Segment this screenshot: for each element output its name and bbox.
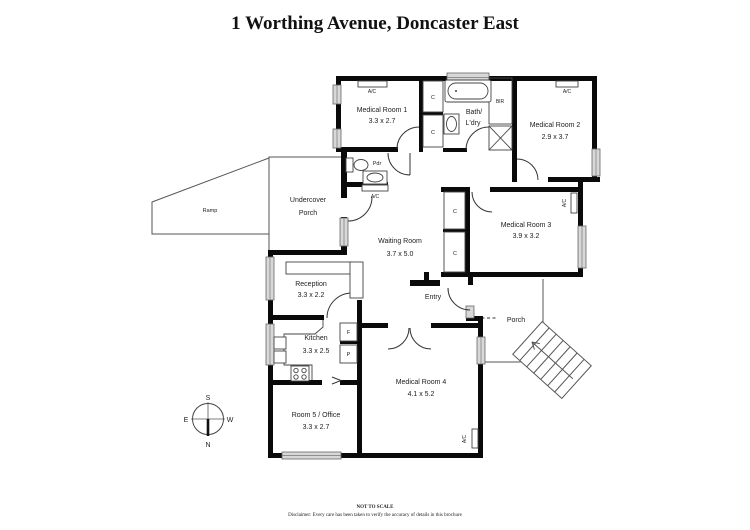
label-medical2-dims: 2.9 x 3.7 bbox=[542, 134, 569, 141]
label-reception-name: Reception bbox=[295, 281, 327, 288]
ac-unit-medical1 bbox=[357, 80, 388, 88]
bath-vanity-icon bbox=[443, 113, 460, 135]
stairs-icon bbox=[512, 320, 592, 400]
label-bir: BIR bbox=[496, 99, 505, 105]
label-pantry: P bbox=[347, 352, 351, 358]
doors bbox=[326, 126, 539, 385]
not-to-scale-note: NOT TO SCALE bbox=[356, 505, 394, 510]
stove-icon bbox=[290, 365, 310, 382]
label-fridge: F bbox=[347, 330, 351, 336]
label-closet-3: C bbox=[453, 209, 457, 215]
disclaimer: Disclaimer: Every care has been taken to… bbox=[288, 513, 462, 518]
label-medical1-dims: 3.3 x 2.7 bbox=[369, 118, 396, 125]
room-labels: Medical Room 1 3.3 x 2.7 Medical Room 2 … bbox=[203, 89, 581, 443]
label-waiting-dims: 3.7 x 5.0 bbox=[387, 251, 414, 258]
label-room5-dims: 3.3 x 2.7 bbox=[303, 424, 330, 431]
door-medical3 bbox=[471, 191, 493, 213]
fixtures bbox=[273, 77, 579, 449]
closet-4 bbox=[443, 231, 466, 273]
label-porch: Porch bbox=[507, 317, 525, 324]
door-medical4-left bbox=[387, 327, 410, 350]
window-mullions bbox=[269, 77, 597, 456]
label-ac-medical4: A/C bbox=[462, 434, 468, 443]
label-bath-line1: Bath/ bbox=[466, 109, 482, 116]
pdr-vanity-icon bbox=[362, 170, 388, 185]
label-kitchen-name: Kitchen bbox=[304, 335, 327, 342]
label-medical1-name: Medical Room 1 bbox=[357, 107, 408, 114]
label-medical2-name: Medical Room 2 bbox=[530, 122, 581, 129]
ramp-outline bbox=[151, 157, 270, 235]
closet-2 bbox=[422, 114, 444, 148]
door-front-entry bbox=[447, 287, 471, 311]
label-ac-medical3: A/C bbox=[562, 198, 568, 207]
ac-unit-medical2 bbox=[555, 80, 579, 88]
label-reception-dims: 3.3 x 2.2 bbox=[298, 292, 325, 299]
ac-unit-medical4 bbox=[471, 428, 479, 449]
bathtub-icon bbox=[444, 79, 492, 103]
kitchen-slider-arrow bbox=[331, 376, 343, 385]
door-medical4-right bbox=[409, 327, 432, 350]
label-medical4-name: Medical Room 4 bbox=[396, 379, 447, 386]
page-title: 1 Worthing Avenue, Doncaster East bbox=[231, 13, 519, 34]
undercover-porch-outline bbox=[268, 156, 343, 252]
kitchen-bench bbox=[273, 320, 324, 380]
label-pdr: Pdr bbox=[373, 161, 382, 167]
compass-rose: S N E W bbox=[184, 395, 234, 449]
door-reception bbox=[326, 292, 353, 319]
ac-unit-medical3 bbox=[570, 192, 578, 214]
label-medical4-dims: 4.1 x 5.2 bbox=[408, 391, 435, 398]
door-pdr bbox=[387, 152, 411, 176]
label-waiting-name: Waiting Room bbox=[378, 238, 422, 245]
compass-s: S bbox=[206, 395, 211, 402]
door-medical2 bbox=[516, 158, 539, 181]
closet-3 bbox=[443, 191, 466, 230]
label-undercover-line1: Undercover bbox=[290, 197, 327, 204]
compass-n: N bbox=[205, 442, 210, 449]
label-closet-1: C bbox=[431, 95, 435, 101]
label-ac-medical1: A/C bbox=[368, 89, 377, 95]
door-medical1 bbox=[396, 126, 420, 150]
label-entry: Entry bbox=[425, 294, 442, 301]
label-kitchen-dims: 3.3 x 2.5 bbox=[303, 348, 330, 355]
label-ramp: Ramp bbox=[203, 208, 218, 214]
pantry bbox=[339, 344, 358, 364]
label-undercover-line2: Porch bbox=[299, 210, 317, 217]
label-bath-line2: L'dry bbox=[466, 120, 481, 127]
label-closet-2: C bbox=[431, 130, 435, 136]
entry-sidelight bbox=[465, 305, 475, 319]
label-medical3-name: Medical Room 3 bbox=[501, 222, 552, 229]
label-ac-medical2: A/C bbox=[563, 89, 572, 95]
door-bath bbox=[465, 126, 490, 151]
label-room5-name: Room 5 / Office bbox=[292, 412, 341, 419]
outdoor-outlines bbox=[151, 156, 592, 400]
label-closet-4: C bbox=[453, 251, 457, 257]
label-ac-pdr: A/C bbox=[371, 194, 380, 200]
compass-e: E bbox=[184, 417, 189, 424]
door-waiting-porch bbox=[347, 196, 373, 222]
toilet-icon bbox=[345, 157, 369, 173]
compass-w: W bbox=[227, 417, 234, 424]
shower-icon bbox=[488, 125, 513, 151]
label-medical3-dims: 3.9 x 3.2 bbox=[513, 233, 540, 240]
closet-1 bbox=[422, 80, 444, 113]
reception-desk bbox=[285, 261, 364, 299]
ac-unit-pdr bbox=[361, 184, 389, 192]
fridge-space bbox=[339, 322, 358, 342]
